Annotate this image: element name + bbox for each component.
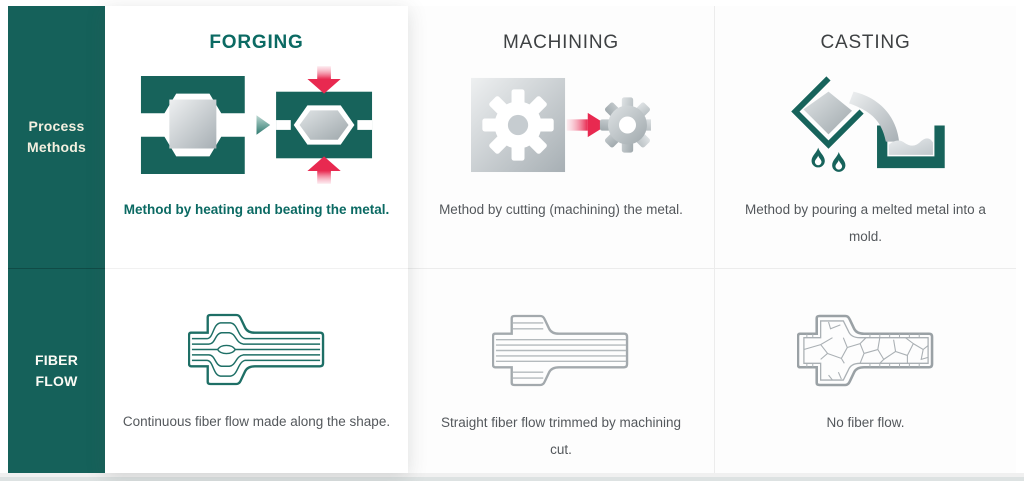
forging-method-icon-box — [117, 54, 396, 196]
sidebar-row-process-methods: Process Methods — [8, 6, 105, 268]
forging-title: FORGING — [209, 32, 304, 53]
flame-icon — [831, 151, 845, 172]
casting-title: CASTING — [820, 32, 911, 53]
casting-method-icon-box — [727, 54, 1004, 196]
casting-fiber-icon-box — [727, 291, 1004, 409]
casting-fiber-cell: No fiber flow. — [714, 268, 1016, 473]
casting-method-caption-box: Method by pouring a melted metal into a … — [727, 196, 1004, 268]
casting-fiber-caption-box: No fiber flow. — [727, 409, 1004, 474]
casting-method-caption: Method by pouring a melted metal into a … — [745, 202, 986, 244]
forging-fiber-cell: Continuous fiber flow made along the sha… — [105, 268, 408, 473]
forging-dies-press-icon — [140, 66, 373, 184]
machining-fiber-icon-box — [420, 291, 702, 409]
machining-title: MACHINING — [503, 32, 619, 53]
sidebar-row-fiber-flow: FIBER FLOW — [8, 268, 105, 473]
no-fiber-flow-icon — [796, 314, 933, 386]
machining-method-icon-box — [420, 54, 702, 196]
casting-method-cell: CASTING — [714, 6, 1016, 268]
machining-fiber-caption: Straight fiber flow trimmed by machining… — [440, 415, 682, 457]
pouring-ladle-mold-icon — [790, 75, 945, 172]
row-divider — [105, 268, 408, 269]
forging-fiber-caption: Continuous fiber flow made along the sha… — [122, 414, 391, 429]
continuous-fiber-flow-icon — [187, 313, 324, 385]
gear-cutting-icon — [471, 77, 651, 173]
forging-fiber-caption-box: Continuous fiber flow made along the sha… — [117, 408, 396, 473]
casting-fiber-caption: No fiber flow. — [826, 415, 905, 430]
bottom-strip-light — [0, 473, 1024, 477]
machining-method-cell: MACHINING — [408, 6, 714, 268]
forging-fiber-icon-box — [117, 290, 396, 408]
bottom-strip-dark — [0, 477, 1024, 481]
machining-method-caption-box: Method by cutting (machining) the metal. — [420, 196, 702, 268]
straight-fiber-flow-icon — [492, 314, 629, 386]
comparison-grid: Process Methods FORGING — [8, 6, 1016, 473]
fiber-flow-label: FIBER FLOW — [35, 352, 78, 389]
process-methods-label: Process Methods — [27, 118, 86, 155]
forging-method-caption-box: Method by heating and beating the metal. — [117, 196, 396, 268]
forging-method-cell: FORGING — [105, 6, 408, 268]
flame-icon — [811, 147, 825, 167]
machining-fiber-caption-box: Straight fiber flow trimmed by machining… — [420, 409, 702, 474]
forging-method-caption: Method by heating and beating the metal. — [123, 202, 390, 217]
machining-method-caption: Method by cutting (machining) the metal. — [439, 202, 683, 217]
machining-fiber-cell: Straight fiber flow trimmed by machining… — [408, 268, 714, 473]
forging-column-card: FORGING — [105, 6, 408, 473]
